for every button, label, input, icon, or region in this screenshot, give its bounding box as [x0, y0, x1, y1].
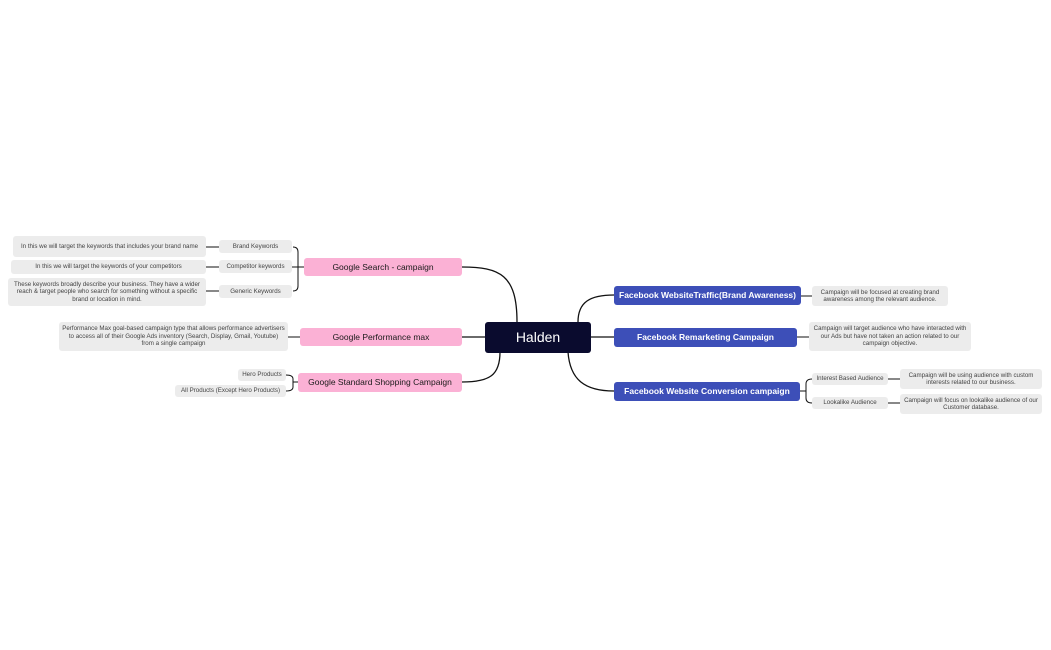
competitor-keywords-node[interactable]: Competitor keywords — [219, 260, 292, 273]
google-shopping-node[interactable]: Google Standard Shopping Campaign — [298, 373, 462, 392]
link-search-keywords — [292, 246, 304, 292]
facebook-remarketing-desc: Campaign will target audience who have i… — [809, 322, 971, 351]
generic-keywords-desc: These keywords broadly describe your bus… — [8, 278, 206, 306]
google-search-node[interactable]: Google Search - campaign — [304, 258, 462, 276]
brand-keywords-node[interactable]: Brand Keywords — [219, 240, 292, 253]
link-root-shopping — [461, 351, 501, 383]
link-root-search — [461, 266, 518, 323]
link-shopping-products — [285, 374, 298, 392]
facebook-traffic-node[interactable]: Facebook WebsiteTraffic(Brand Awareness) — [614, 286, 801, 305]
brand-keywords-desc: In this we will target the keywords that… — [13, 236, 206, 257]
interest-audience-node[interactable]: Interest Based Audience — [812, 373, 888, 385]
root-node[interactable]: Halden — [485, 322, 591, 353]
google-performance-max-node[interactable]: Google Performance max — [300, 328, 462, 346]
all-products-node[interactable]: All Products (Except Hero Products) — [175, 385, 286, 397]
facebook-conversion-node[interactable]: Facebook Website Conversion campaign — [614, 382, 800, 401]
interest-audience-desc: Campaign will be using audience with cus… — [900, 369, 1042, 389]
generic-keywords-node[interactable]: Generic Keywords — [219, 285, 292, 298]
facebook-traffic-desc: Campaign will be focused at creating bra… — [812, 286, 948, 306]
hero-products-node[interactable]: Hero Products — [238, 369, 286, 381]
performance-max-desc: Performance Max goal-based campaign type… — [59, 322, 288, 351]
lookalike-audience-desc: Campaign will focus on lookalike audienc… — [900, 394, 1042, 414]
link-conversion-audiences — [800, 378, 813, 404]
facebook-remarketing-node[interactable]: Facebook Remarketing Campaign — [614, 328, 797, 347]
link-root-conversion — [567, 351, 615, 392]
link-root-traffic — [577, 294, 615, 323]
competitor-keywords-desc: In this we will target the keywords of y… — [11, 260, 206, 274]
lookalike-audience-node[interactable]: Lookalike Audience — [812, 397, 888, 409]
